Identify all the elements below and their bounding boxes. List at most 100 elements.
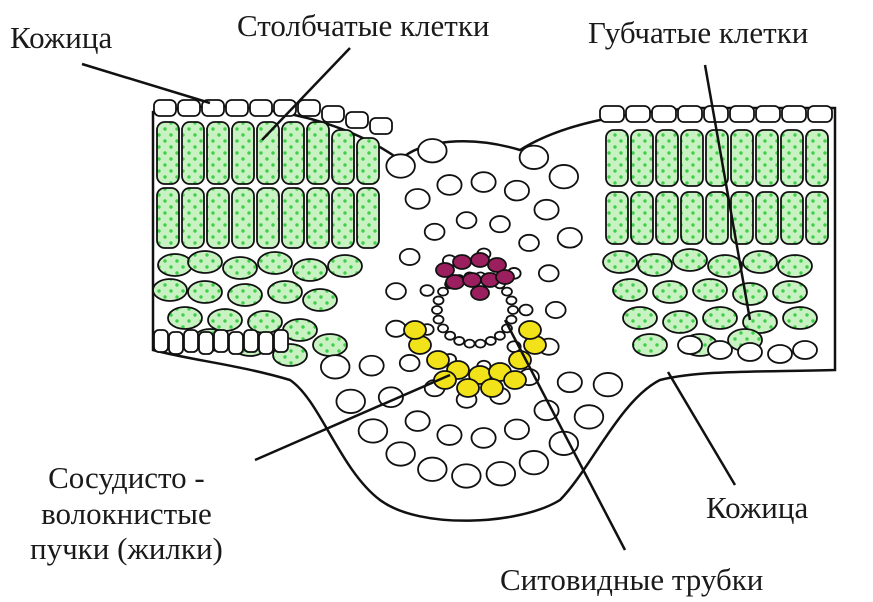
palisade-cell	[332, 130, 354, 184]
parenchyma-cell	[434, 296, 444, 304]
leader-epidermis-bottom	[668, 372, 735, 485]
epidermis-cell	[184, 330, 198, 352]
epidermis-cell	[214, 330, 228, 352]
palisade-cell	[257, 188, 279, 248]
spongy-cell	[733, 283, 767, 305]
label-epidermis-bottom: Кожица	[706, 490, 808, 526]
parenchyma-cell	[420, 285, 433, 296]
label-sieve-tubes: Ситовидные трубки	[500, 562, 763, 598]
epidermis-cell	[652, 106, 676, 122]
palisade-cell	[606, 192, 628, 244]
palisade-cell	[357, 138, 379, 184]
xylem-cell	[504, 371, 526, 389]
epidermis-cell	[704, 106, 728, 122]
label-spongy-cells: Губчатые клетки	[588, 15, 808, 51]
spongy-cell	[638, 254, 672, 276]
phloem-cell	[463, 273, 481, 287]
parenchyma-cell	[386, 321, 406, 337]
xylem-cell	[457, 379, 479, 397]
palisade-cell	[307, 122, 329, 184]
parenchyma-cell	[457, 212, 477, 228]
leader-epidermis-top	[82, 64, 210, 103]
epidermis-cell	[199, 332, 213, 354]
epidermis-cell	[600, 106, 624, 122]
epidermis-cell	[244, 330, 258, 352]
epidermis-cell	[626, 106, 650, 122]
parenchyma-cell	[506, 296, 516, 304]
parenchyma-cell	[534, 200, 558, 220]
parenchyma-cell	[418, 458, 447, 481]
spongy-cell	[673, 249, 707, 271]
parenchyma-cell	[454, 337, 464, 345]
label-vascular-bundles-line3: пучки (жилки)	[30, 531, 223, 567]
epidermis-cell	[678, 336, 702, 354]
palisade-cell	[207, 188, 229, 248]
parenchyma-cell	[386, 154, 415, 177]
palisade-cell	[756, 130, 778, 186]
label-vascular-bundles-line2: волокнистые	[30, 496, 223, 532]
parenchyma-cell	[508, 306, 518, 314]
epidermis-cell	[322, 106, 344, 122]
palisade-cell	[332, 188, 354, 248]
epidermis-cell	[226, 100, 248, 116]
palisade-cell	[207, 122, 229, 184]
parenchyma-cell	[520, 451, 549, 474]
palisade-cell	[357, 188, 379, 248]
parenchyma-cell	[558, 372, 582, 392]
palisade-cell	[606, 130, 628, 186]
spongy-cell	[188, 251, 222, 273]
epidermis-cell	[169, 332, 183, 354]
spongy-cell	[663, 311, 697, 333]
spongy-cell	[153, 279, 187, 301]
palisade-cell	[182, 122, 204, 184]
parenchyma-cell	[452, 464, 481, 487]
epidermis-cell	[756, 106, 780, 122]
parenchyma-cell	[400, 249, 420, 265]
epidermis-cell	[259, 332, 273, 354]
epidermis-cell	[298, 100, 320, 116]
parenchyma-cell	[471, 172, 495, 192]
palisade-cell	[257, 122, 279, 184]
parenchyma-cell	[321, 355, 350, 378]
spongy-cell	[778, 255, 812, 277]
spongy-cell	[313, 334, 347, 356]
parenchyma-cell	[486, 337, 496, 345]
parenchyma-cell	[519, 235, 539, 251]
parenchyma-cell	[400, 355, 420, 371]
phloem-cell	[446, 275, 464, 289]
spongy-cell	[268, 281, 302, 303]
phloem-cell	[496, 270, 514, 284]
parenchyma-cell	[360, 356, 384, 376]
palisade-cell	[706, 192, 728, 244]
xylem-cell	[404, 321, 426, 339]
epidermis-cell	[154, 330, 168, 352]
epidermis-cell	[730, 106, 754, 122]
parenchyma-cell	[465, 340, 475, 348]
epidermis-cell	[154, 100, 176, 116]
parenchyma-cell	[445, 332, 455, 340]
label-vascular-bundles: Сосудисто - волокнистые пучки (жилки)	[30, 460, 223, 567]
spongy-cell	[328, 255, 362, 277]
palisade-cell	[282, 188, 304, 248]
parenchyma-cell	[490, 216, 510, 232]
spongy-cell	[603, 251, 637, 273]
palisade-cell	[157, 188, 179, 248]
epidermis-cell	[346, 112, 368, 128]
epidermis-cell	[768, 345, 792, 363]
spongy-cell	[693, 279, 727, 301]
parenchyma-cell	[437, 175, 461, 195]
spongy-cell	[703, 307, 737, 329]
phloem-cell	[453, 255, 471, 269]
xylem-cell	[509, 351, 531, 369]
parenchyma-cell	[406, 189, 430, 209]
parenchyma-cell	[575, 405, 604, 428]
palisade-cell	[806, 192, 828, 244]
parenchyma-cell	[502, 288, 512, 296]
palisade-cell	[756, 192, 778, 244]
label-epidermis-top: Кожица	[10, 20, 112, 56]
spongy-cell	[773, 281, 807, 303]
epidermis-cell	[678, 106, 702, 122]
epidermis-cell	[370, 118, 392, 134]
epidermis-cell	[274, 330, 288, 352]
parenchyma-cell	[336, 390, 365, 413]
